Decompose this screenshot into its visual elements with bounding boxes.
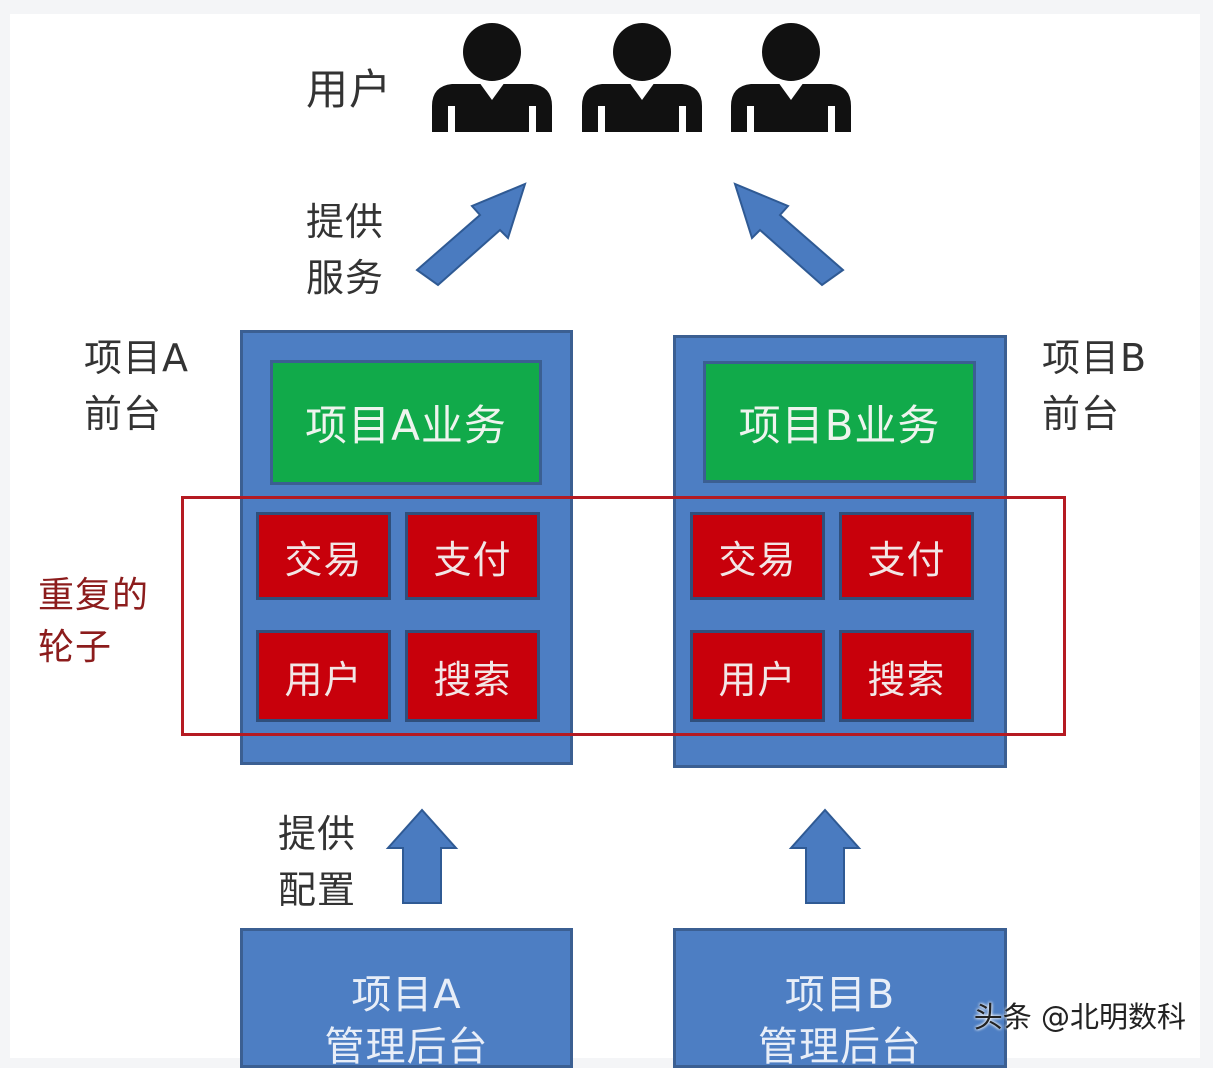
project-b-module-trade: 交易 — [690, 512, 825, 600]
project-a-module-search: 搜索 — [405, 630, 540, 722]
project-a-frontend-label: 项目A 前台 — [84, 336, 189, 436]
project-b-frontend-label: 项目B 前台 — [1042, 336, 1148, 436]
project-a-module-user: 用户 — [256, 630, 391, 722]
duplicate-wheels-outline — [181, 496, 1066, 736]
arrow-up-left-icon — [733, 182, 845, 287]
project-b-business: 项目B业务 — [703, 361, 976, 483]
project-a-business: 项目A业务 — [270, 360, 542, 485]
project-b-module-search: 搜索 — [839, 630, 974, 722]
provide-config-label: 提供 配置 — [278, 812, 357, 912]
project-b-admin: 项目B 管理后台 — [673, 928, 1007, 1068]
project-a-module-trade: 交易 — [256, 512, 391, 600]
arrow-up-right-icon — [415, 182, 527, 287]
provide-service-label: 提供 服务 — [306, 200, 385, 300]
user-icon — [432, 23, 552, 132]
project-b-module-user: 用户 — [690, 630, 825, 722]
user-icon — [731, 23, 851, 132]
watermark: 头条 @北明数科 — [973, 1000, 1186, 1034]
project-a-admin: 项目A 管理后台 — [240, 928, 573, 1068]
user-icon — [582, 23, 702, 132]
duplicate-wheels-label: 重复的 轮子 — [38, 575, 150, 668]
config-arrows — [385, 808, 862, 904]
arrow-up-icon — [385, 808, 459, 904]
users-label: 用户 — [306, 65, 393, 114]
arrow-up-icon — [788, 808, 862, 904]
service-arrows — [415, 182, 845, 287]
project-a-module-payment: 支付 — [405, 512, 540, 600]
users-group — [432, 23, 851, 132]
project-b-module-payment: 支付 — [839, 512, 974, 600]
